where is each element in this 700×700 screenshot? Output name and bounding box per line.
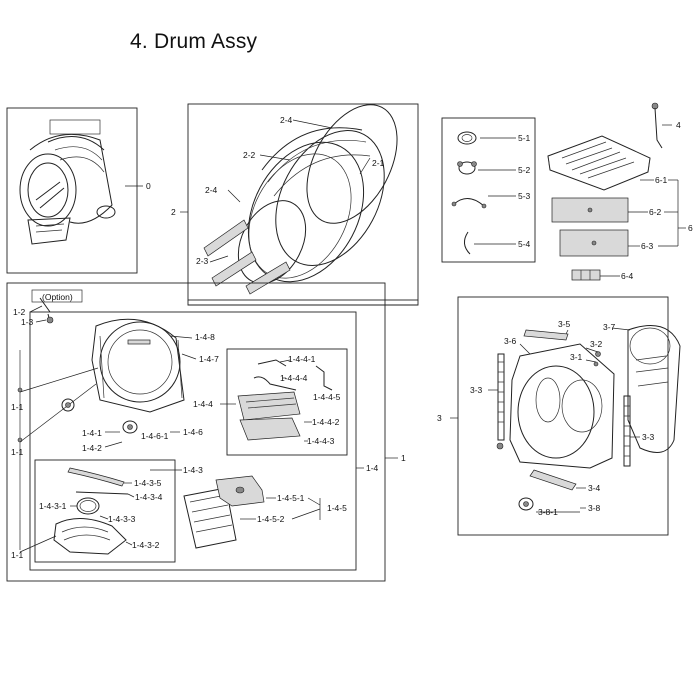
label-1-4-4-4: 1-4-4-4 [280, 373, 308, 383]
label-3-5: 3-5 [558, 319, 571, 329]
label-1-3: 1-3 [21, 317, 34, 327]
label-1-2: 1-2 [13, 307, 26, 317]
label-3-6: 3-6 [504, 336, 517, 346]
label-3-3-right: 3-3 [642, 432, 655, 442]
assembly-1-frame [6, 282, 419, 582]
part-4-bracket [651, 102, 672, 149]
front-frame-panel [17, 318, 197, 520]
label-6-2: 6-2 [649, 207, 662, 217]
label-4: 4 [676, 120, 681, 130]
label-2: 2 [171, 207, 176, 217]
label-3-2: 3-2 [590, 339, 603, 349]
label-3: 3 [437, 413, 442, 423]
assembly-1-4-3 [19, 459, 182, 563]
label-1-4-4-5: 1-4-4-5 [313, 392, 341, 402]
assembly-0-drum-complete [6, 107, 143, 274]
label-1-4-4: 1-4-4 [193, 399, 213, 409]
label-5-4: 5-4 [518, 239, 531, 249]
label-1-4-3: 1-4-3 [183, 465, 203, 475]
label-3-7: 3-7 [603, 322, 616, 332]
assembly-5-small-parts [441, 117, 536, 263]
label-1-4-3-3: 1-4-3-3 [108, 514, 136, 524]
label-1-4-6-1: 1-4-6-1 [141, 431, 169, 441]
label-6: 6 [688, 223, 693, 233]
label-0: 0 [146, 181, 151, 191]
label-5-3: 5-3 [518, 191, 531, 201]
label-1-4-5-1: 1-4-5-1 [277, 493, 305, 503]
label-1: 1 [401, 453, 406, 463]
label-1-4-3-5: 1-4-3-5 [134, 478, 162, 488]
label-6-1: 6-1 [655, 175, 668, 185]
label-option: (Option) [42, 292, 73, 302]
label-2-4-top: 2-4 [280, 115, 293, 125]
assembly-6-heater [547, 135, 686, 281]
label-1-4-5-2: 1-4-5-2 [257, 514, 285, 524]
label-1-4-1: 1-4-1 [82, 428, 102, 438]
label-2-3: 2-3 [196, 256, 209, 266]
option-sensor [29, 289, 83, 324]
label-5-1: 5-1 [518, 133, 531, 143]
label-1-4-8: 1-4-8 [195, 332, 215, 342]
assembly-2-drum [180, 103, 419, 301]
label-6-4: 6-4 [621, 271, 634, 281]
label-2-4-left: 2-4 [205, 185, 218, 195]
label-1-1-c: 1-1 [11, 550, 24, 560]
label-3-8-1: 3-8-1 [538, 507, 558, 517]
label-6-3: 6-3 [641, 241, 654, 251]
label-2-2: 2-2 [243, 150, 256, 160]
label-2-1: 2-1 [372, 158, 385, 168]
label-1-4: 1-4 [366, 463, 379, 473]
label-1-4-5: 1-4-5 [327, 503, 347, 513]
label-1-4-3-4: 1-4-3-4 [135, 492, 163, 502]
label-1-4-3-1: 1-4-3-1 [39, 501, 67, 511]
label-3-3-left: 3-3 [470, 385, 483, 395]
label-1-4-6: 1-4-6 [183, 427, 203, 437]
label-1-4-4-1: 1-4-4-1 [288, 354, 316, 364]
label-1-4-4-3: 1-4-4-3 [307, 436, 335, 446]
label-5-2: 5-2 [518, 165, 531, 175]
label-1-4-7: 1-4-7 [199, 354, 219, 364]
label-3-4: 3-4 [588, 483, 601, 493]
label-1-1-b: 1-1 [11, 447, 24, 457]
label-1-4-3-2: 1-4-3-2 [132, 540, 160, 550]
assembly-3-rear-frame [450, 296, 681, 536]
page-title: 4. Drum Assy [130, 30, 258, 53]
label-1-1-a: 1-1 [11, 402, 24, 412]
label-1-4-4-2: 1-4-4-2 [312, 417, 340, 427]
label-3-1: 3-1 [570, 352, 583, 362]
label-3-8: 3-8 [588, 503, 601, 513]
assembly-1-4-4 [220, 348, 348, 456]
assembly-1-4-5-filter [183, 475, 321, 549]
label-1-4-2: 1-4-2 [82, 443, 102, 453]
